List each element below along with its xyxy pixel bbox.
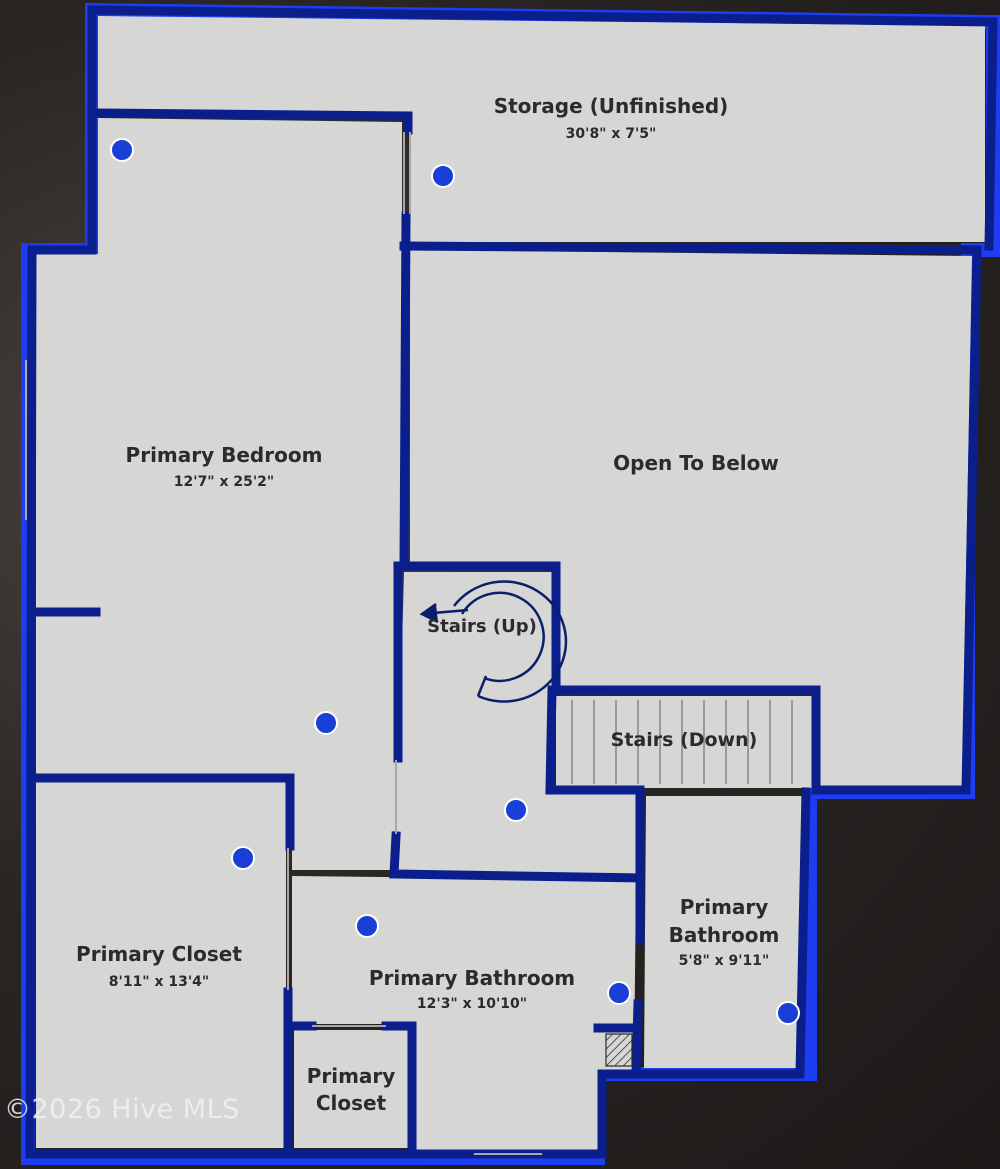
walls (25, 5, 998, 1159)
bath-right-floor (644, 796, 804, 1068)
closet-left-label: Primary Closet (76, 942, 242, 966)
camera-markers (110, 138, 800, 1025)
stair-treads (571, 700, 793, 784)
camera-marker[interactable] (431, 164, 455, 188)
closet-small-floor (294, 1030, 408, 1148)
closet-small-label-line2: Closet (316, 1091, 387, 1115)
open-below-label: Open To Below (613, 451, 779, 475)
closet-small-label-line1: Primary (307, 1064, 396, 1088)
camera-marker[interactable] (110, 138, 134, 162)
camera-marker[interactable] (776, 1001, 800, 1025)
open-below-floor (410, 250, 972, 786)
bath-right-label-line1: Primary (680, 895, 769, 919)
openings (25, 132, 542, 1155)
camera-marker[interactable] (231, 846, 255, 870)
vent-hatch-icon (605, 1033, 633, 1067)
storage-floor (98, 16, 985, 242)
stairs-up-floor (396, 572, 638, 874)
bath-right-dims: 5'8" x 9'11" (679, 953, 770, 969)
camera-marker[interactable] (607, 981, 631, 1005)
bath-main-label: Primary Bathroom (369, 966, 575, 990)
floor-areas (36, 16, 985, 1152)
bedroom-floor (36, 118, 402, 870)
closet-left-floor (36, 782, 286, 1148)
storage-dims: 30'8" x 7'5" (566, 126, 657, 142)
bedroom-label: Primary Bedroom (126, 443, 323, 467)
bath-main-dims: 12'3" x 10'10" (417, 996, 527, 1012)
storage-label: Storage (Unfinished) (494, 94, 729, 118)
stair-arrow-icon (419, 580, 568, 703)
bath-main-floor (292, 876, 636, 1152)
camera-marker[interactable] (504, 798, 528, 822)
camera-marker[interactable] (314, 711, 338, 735)
watermark: ©2026 Hive MLS (4, 1094, 240, 1125)
stairs-down-label: Stairs (Down) (611, 729, 758, 751)
closet-left-dims: 8'11" x 13'4" (109, 974, 209, 990)
camera-marker[interactable] (355, 914, 379, 938)
stairs-up-label: Stairs (Up) (427, 616, 537, 637)
bath-right-label-line2: Bathroom (669, 923, 780, 947)
bedroom-dims: 12'7" x 25'2" (174, 474, 274, 490)
